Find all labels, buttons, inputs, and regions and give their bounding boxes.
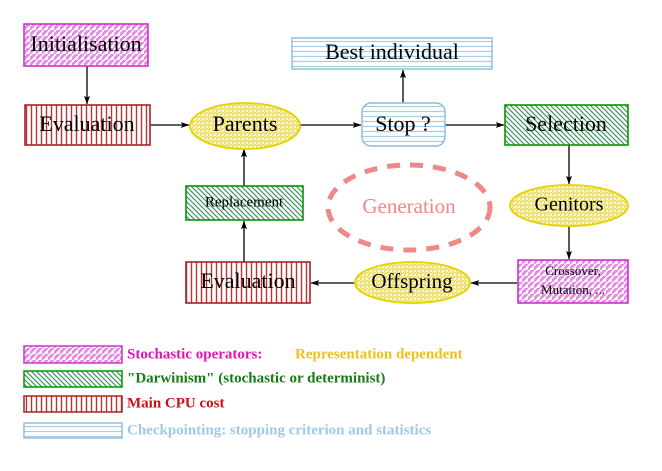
legend-label-darwinism: "Darwinism" (stochastic or determinist) [127,370,385,386]
node-offspring[interactable]: Offspring [354,261,471,304]
evaluation-bottom-label: Evaluation [200,268,295,293]
legend-item-stochastic-operators: Stochastic operators: Representation dep… [23,345,463,364]
node-crossover-mutation[interactable]: Crossover, Mutation, ... [517,259,629,304]
crossover-line-1: Crossover, [545,263,600,278]
node-genitors[interactable]: Genitors [509,184,629,227]
node-generation: Generation [325,162,493,253]
genitors-ellipse[interactable] [509,184,629,227]
evaluation-bottom-box[interactable] [185,261,311,304]
node-selection[interactable]: Selection [504,104,629,146]
legend: Stochastic operators: Representation dep… [23,345,463,439]
parents-ellipse[interactable] [189,102,301,150]
legend-item-main-cpu-cost: Main CPU cost [23,395,225,413]
node-initialisation[interactable]: Initialisation [23,23,149,67]
node-replacement[interactable]: Replacement [185,185,304,221]
node-parents[interactable]: Parents [189,102,301,150]
legend-item-checkpointing: Checkpointing: stopping criterion and st… [23,422,431,439]
legend-label-representation-dependent: Representation dependent [295,346,463,362]
node-stop[interactable]: Stop ? [361,102,446,147]
stop-label: Stop ? [375,111,431,136]
legend-label-checkpointing: Checkpointing: stopping criterion and st… [127,422,431,438]
parents-label: Parents [213,111,278,136]
best-individual-label: Best individual [325,39,459,64]
legend-item-darwinism: "Darwinism" (stochastic or determinist) [23,370,385,388]
replacement-box[interactable] [185,185,304,221]
genitors-label: Genitors [535,194,604,216]
crossover-box[interactable] [517,259,629,304]
initialisation-box[interactable] [23,23,149,67]
offspring-ellipse[interactable] [354,261,471,304]
selection-label: Selection [525,111,607,136]
edges-layer [84,66,573,287]
legend-swatch-red-vertical [23,395,123,413]
legend-swatch-green-diagonal [23,370,123,388]
legend-swatch-blue-horizontal [23,422,123,439]
selection-box[interactable] [504,104,629,146]
stop-box[interactable] [361,102,446,147]
crossover-line-2: Mutation, ... [541,282,605,297]
best-individual-box[interactable] [291,37,493,70]
node-evaluation-top[interactable]: Evaluation [24,104,151,146]
node-evaluation-bottom[interactable]: Evaluation [185,261,311,304]
legend-swatch-magenta-diagonal [23,345,123,364]
offspring-label: Offspring [371,269,453,293]
generation-dashed-ellipse [325,162,493,253]
legend-label-stochastic-operators: Stochastic operators: [127,346,262,362]
generation-label: Generation [362,194,456,218]
replacement-label: Replacement [205,194,284,210]
evaluation-top-label: Evaluation [39,111,134,136]
evaluation-top-box[interactable] [24,104,151,146]
node-best-individual[interactable]: Best individual [291,37,493,70]
legend-label-main-cpu-cost: Main CPU cost [127,395,225,411]
initialisation-label: Initialisation [30,31,141,56]
